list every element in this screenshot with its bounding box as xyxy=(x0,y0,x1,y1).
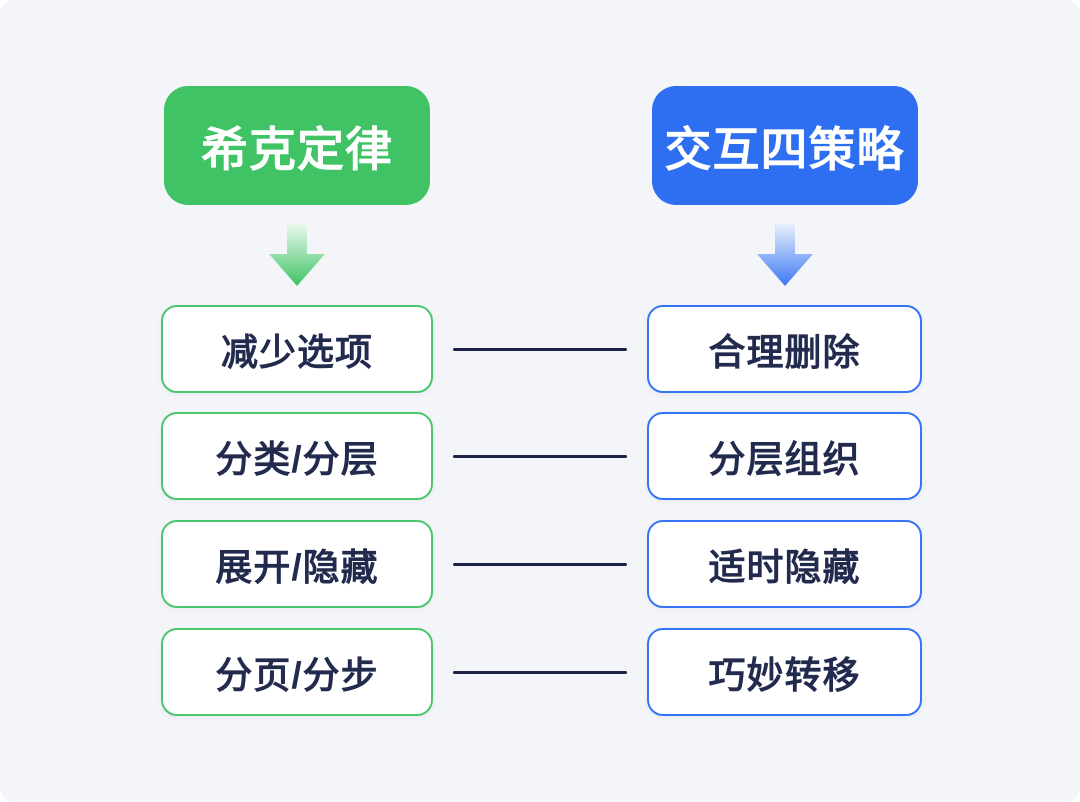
item-label: 合理删除 xyxy=(708,332,861,373)
strategies-header-label: 交互四策略 xyxy=(664,123,905,176)
connector-line-2 xyxy=(453,454,627,458)
hicks-item-expand-hide: 展开/隐藏 xyxy=(161,520,433,608)
left-arrow-cell xyxy=(161,205,433,305)
connector-cell xyxy=(433,305,647,393)
strategy-item-timely-hide: 适时隐藏 xyxy=(647,520,922,608)
connector-cell xyxy=(433,520,647,608)
connector-line-3 xyxy=(453,562,627,566)
hicks-item-paginate-step: 分页/分步 xyxy=(161,628,433,716)
item-label: 适时隐藏 xyxy=(708,547,861,588)
hicks-law-header: 希克定律 xyxy=(164,86,430,205)
hicks-item-categorize-layer: 分类/分层 xyxy=(161,412,433,500)
strategy-item-reasonable-delete: 合理删除 xyxy=(647,305,922,393)
item-label: 分类/分层 xyxy=(215,439,379,480)
item-label: 分层组织 xyxy=(708,439,861,480)
item-label: 展开/隐藏 xyxy=(215,547,379,588)
green-down-arrow-icon xyxy=(269,224,325,286)
hicks-item-reduce-options: 减少选项 xyxy=(161,305,433,393)
hicks-law-header-label: 希克定律 xyxy=(201,123,393,176)
connector-line-4 xyxy=(453,670,627,674)
strategies-header: 交互四策略 xyxy=(651,86,918,205)
blue-down-arrow-icon xyxy=(756,224,813,286)
connector-cell xyxy=(433,412,647,500)
strategy-item-clever-transfer: 巧妙转移 xyxy=(647,628,922,716)
connector-line-1 xyxy=(453,347,627,351)
strategy-item-layered-organization: 分层组织 xyxy=(647,412,922,500)
item-label: 减少选项 xyxy=(221,332,373,373)
connector-cell xyxy=(433,628,647,716)
right-arrow-cell xyxy=(647,205,922,305)
item-label: 分页/分步 xyxy=(215,655,379,696)
item-label: 巧妙转移 xyxy=(708,655,861,696)
